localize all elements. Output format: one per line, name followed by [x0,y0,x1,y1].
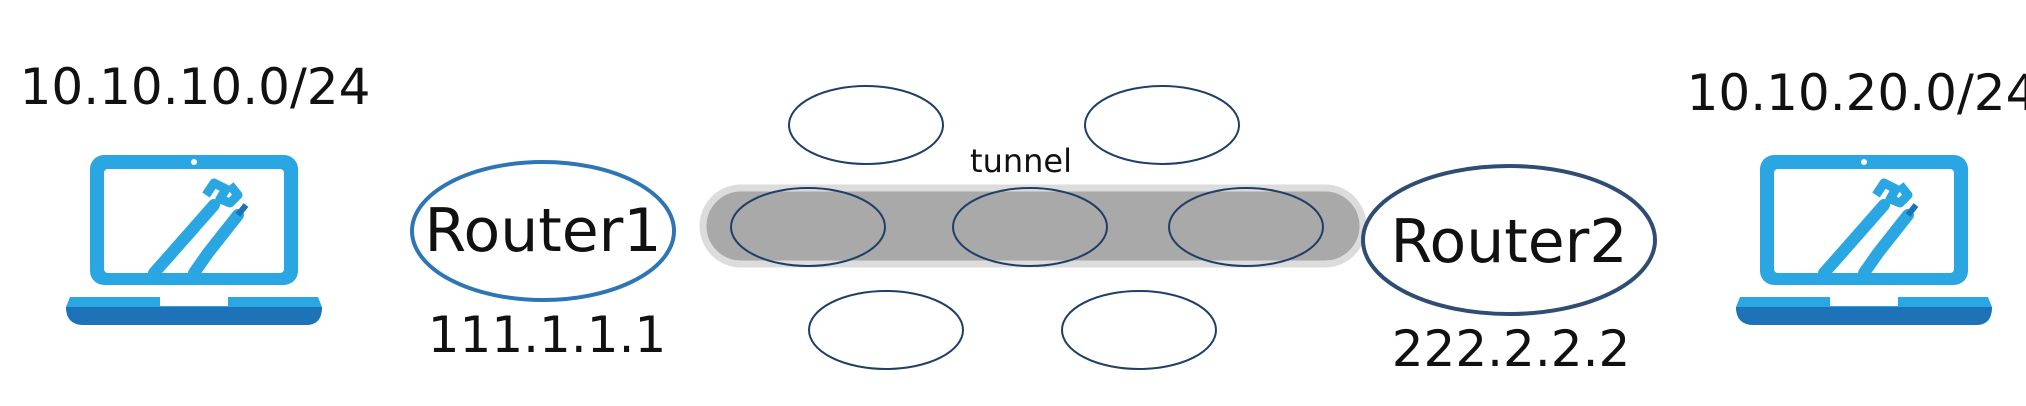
router2-ip: 222.2.2.2 [1392,320,1631,378]
tunnel-label: tunnel [970,142,1072,180]
right-subnet-label: 10.10.20.0/24 [1687,64,2026,122]
router1-ip: 111.1.1.1 [428,306,667,364]
router1-label: Router1 [424,196,661,266]
cloud-node [730,187,886,267]
router2-label: Router2 [1390,207,1627,277]
cloud-node [1168,187,1324,267]
router2-node [1361,164,1657,316]
left-laptop-icon [66,155,322,325]
cloud-node [788,85,944,165]
router1-node [410,160,676,302]
tunnel-bar [699,184,1367,268]
left-subnet-label: 10.10.10.0/24 [20,58,371,116]
cloud-node [952,187,1108,267]
right-laptop-icon [1736,155,1992,325]
cloud-node [1061,290,1217,370]
cloud-node [808,290,964,370]
cloud-node [1084,85,1240,165]
